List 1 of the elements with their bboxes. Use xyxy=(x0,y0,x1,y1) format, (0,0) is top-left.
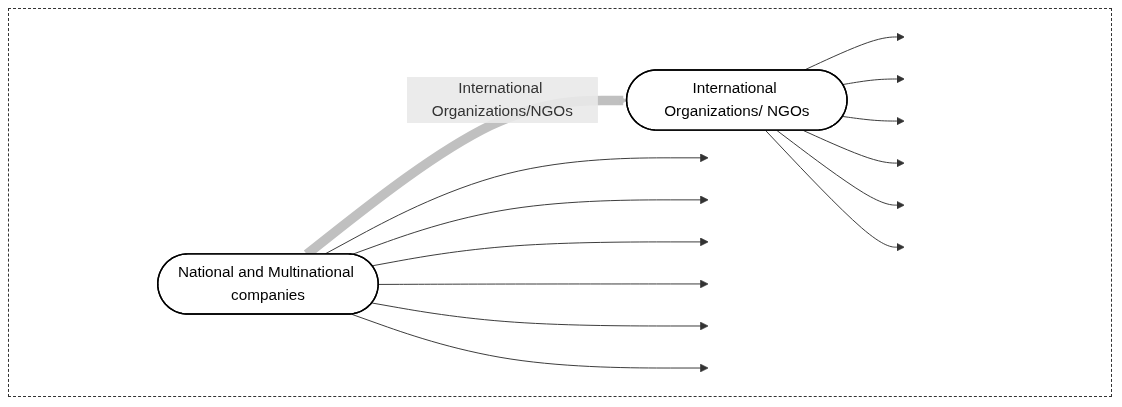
edge-label: International Organizations/NGOs xyxy=(432,79,574,120)
